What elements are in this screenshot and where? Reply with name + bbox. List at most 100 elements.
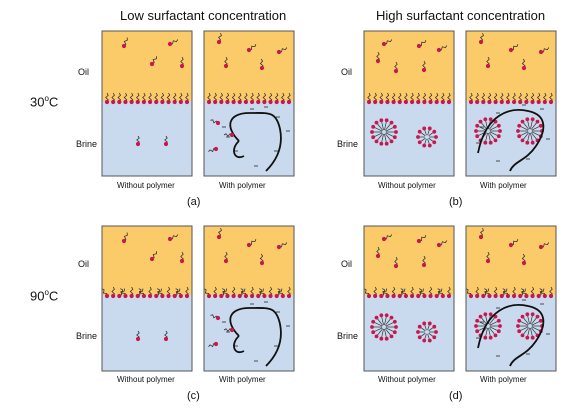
surfactant-head bbox=[111, 99, 116, 105]
surfactant-head bbox=[154, 99, 159, 105]
surfactant-head bbox=[475, 99, 480, 105]
micelle-head bbox=[488, 335, 493, 340]
micelle-head bbox=[475, 123, 480, 128]
surfactant-head bbox=[274, 293, 279, 299]
surfactant-head bbox=[428, 99, 433, 105]
surfactant-head bbox=[280, 293, 285, 299]
micelle-head bbox=[493, 333, 498, 338]
panel-frame bbox=[465, 30, 557, 177]
brine-phase bbox=[364, 101, 454, 176]
panel-low-without-polymer bbox=[101, 30, 193, 177]
surfactant-head bbox=[373, 293, 378, 299]
surfactant-head bbox=[286, 99, 292, 105]
micelle-head bbox=[434, 135, 438, 139]
surfactant-head bbox=[163, 336, 169, 342]
micelle-head bbox=[422, 126, 427, 131]
surfactant-head bbox=[135, 141, 141, 147]
micelle-head bbox=[370, 325, 374, 329]
micelle-head bbox=[379, 141, 384, 146]
micelle-head bbox=[374, 139, 379, 144]
surfactant-head bbox=[229, 327, 235, 333]
micelle-head bbox=[538, 318, 543, 323]
micelle-head bbox=[371, 124, 376, 129]
surfactant-head bbox=[538, 244, 544, 250]
micelle-head bbox=[389, 315, 394, 320]
micelle-head bbox=[496, 318, 501, 323]
surfactant-head bbox=[219, 293, 224, 299]
panel-frame bbox=[101, 225, 193, 372]
surfactant-head bbox=[111, 293, 116, 299]
micelle-head bbox=[498, 324, 502, 328]
oil-label-b: Oil bbox=[341, 67, 352, 77]
micelle-head bbox=[488, 312, 493, 317]
micelle-head bbox=[389, 334, 394, 339]
panel-high-without-polymer bbox=[363, 225, 455, 372]
surfactant-head bbox=[280, 99, 285, 105]
micelle-head bbox=[389, 139, 394, 144]
surfactant-head bbox=[521, 65, 527, 71]
surfactant-head bbox=[249, 99, 255, 105]
micelle-head bbox=[374, 120, 379, 125]
micelle-head bbox=[530, 117, 535, 122]
surfactant-head bbox=[385, 99, 390, 105]
micelle-head bbox=[483, 335, 488, 340]
panel-frame bbox=[203, 225, 295, 372]
micelle-head bbox=[483, 140, 488, 145]
surfactant-head bbox=[184, 293, 190, 299]
micelle-head bbox=[384, 336, 389, 341]
micelle-head bbox=[535, 314, 540, 319]
surfactant-head bbox=[446, 99, 452, 105]
micelle-head bbox=[417, 129, 422, 134]
caption-with-polymer-c: With polymer bbox=[219, 375, 266, 384]
panel-frame bbox=[101, 30, 193, 177]
surfactant-head bbox=[163, 141, 169, 147]
surfactant-head bbox=[422, 293, 427, 299]
micelle-head bbox=[394, 325, 398, 329]
micelle-head bbox=[520, 314, 525, 319]
surfactant-head bbox=[166, 293, 171, 299]
micelle-head bbox=[535, 119, 540, 124]
micelle-head bbox=[530, 312, 535, 317]
surfactant-head bbox=[104, 293, 110, 299]
surfactant-head bbox=[487, 99, 492, 105]
caption-without-polymer-c: Without polymer bbox=[117, 375, 175, 384]
surfactant-head bbox=[434, 293, 439, 299]
surfactant-head bbox=[548, 293, 554, 299]
surfactant-head bbox=[421, 67, 427, 73]
micelle-head bbox=[427, 338, 432, 343]
surfactant-head bbox=[246, 242, 252, 248]
surfactant-head bbox=[391, 293, 396, 299]
surfactant-head bbox=[416, 99, 421, 105]
micelle-head bbox=[432, 129, 437, 134]
surfactant-head bbox=[243, 99, 249, 105]
micelle-head bbox=[370, 130, 374, 134]
surfactant-head bbox=[259, 260, 265, 266]
surfactant-head bbox=[511, 99, 517, 105]
micelle-head bbox=[517, 318, 522, 323]
panel-letter-d: (d) bbox=[449, 390, 463, 402]
surfactant-head bbox=[213, 146, 219, 152]
surfactant-head bbox=[530, 293, 535, 299]
panel-letter-c: (c) bbox=[187, 390, 200, 402]
surfactant-head bbox=[154, 293, 159, 299]
micelle-head bbox=[371, 330, 376, 335]
surfactant-head bbox=[225, 293, 230, 299]
surfactant-head bbox=[421, 262, 427, 268]
surfactant-head bbox=[249, 293, 255, 299]
micelle-head bbox=[417, 335, 422, 340]
surfactant-head bbox=[397, 99, 402, 105]
surfactant-head bbox=[216, 39, 222, 45]
panel-high-without-polymer bbox=[363, 30, 455, 177]
surfactant-head bbox=[276, 244, 282, 250]
surfactant-head bbox=[117, 99, 122, 105]
micelle-head bbox=[496, 134, 501, 139]
panel-letter-b: (b) bbox=[449, 196, 463, 208]
surfactant-head bbox=[225, 99, 230, 105]
micelle-head bbox=[496, 123, 501, 128]
micelle-head bbox=[530, 335, 535, 340]
surfactant-head bbox=[538, 49, 544, 55]
surfactant-head bbox=[440, 293, 445, 299]
surfactant-head bbox=[468, 293, 474, 299]
surfactant-head bbox=[223, 258, 229, 264]
surfactant-head bbox=[422, 99, 427, 105]
